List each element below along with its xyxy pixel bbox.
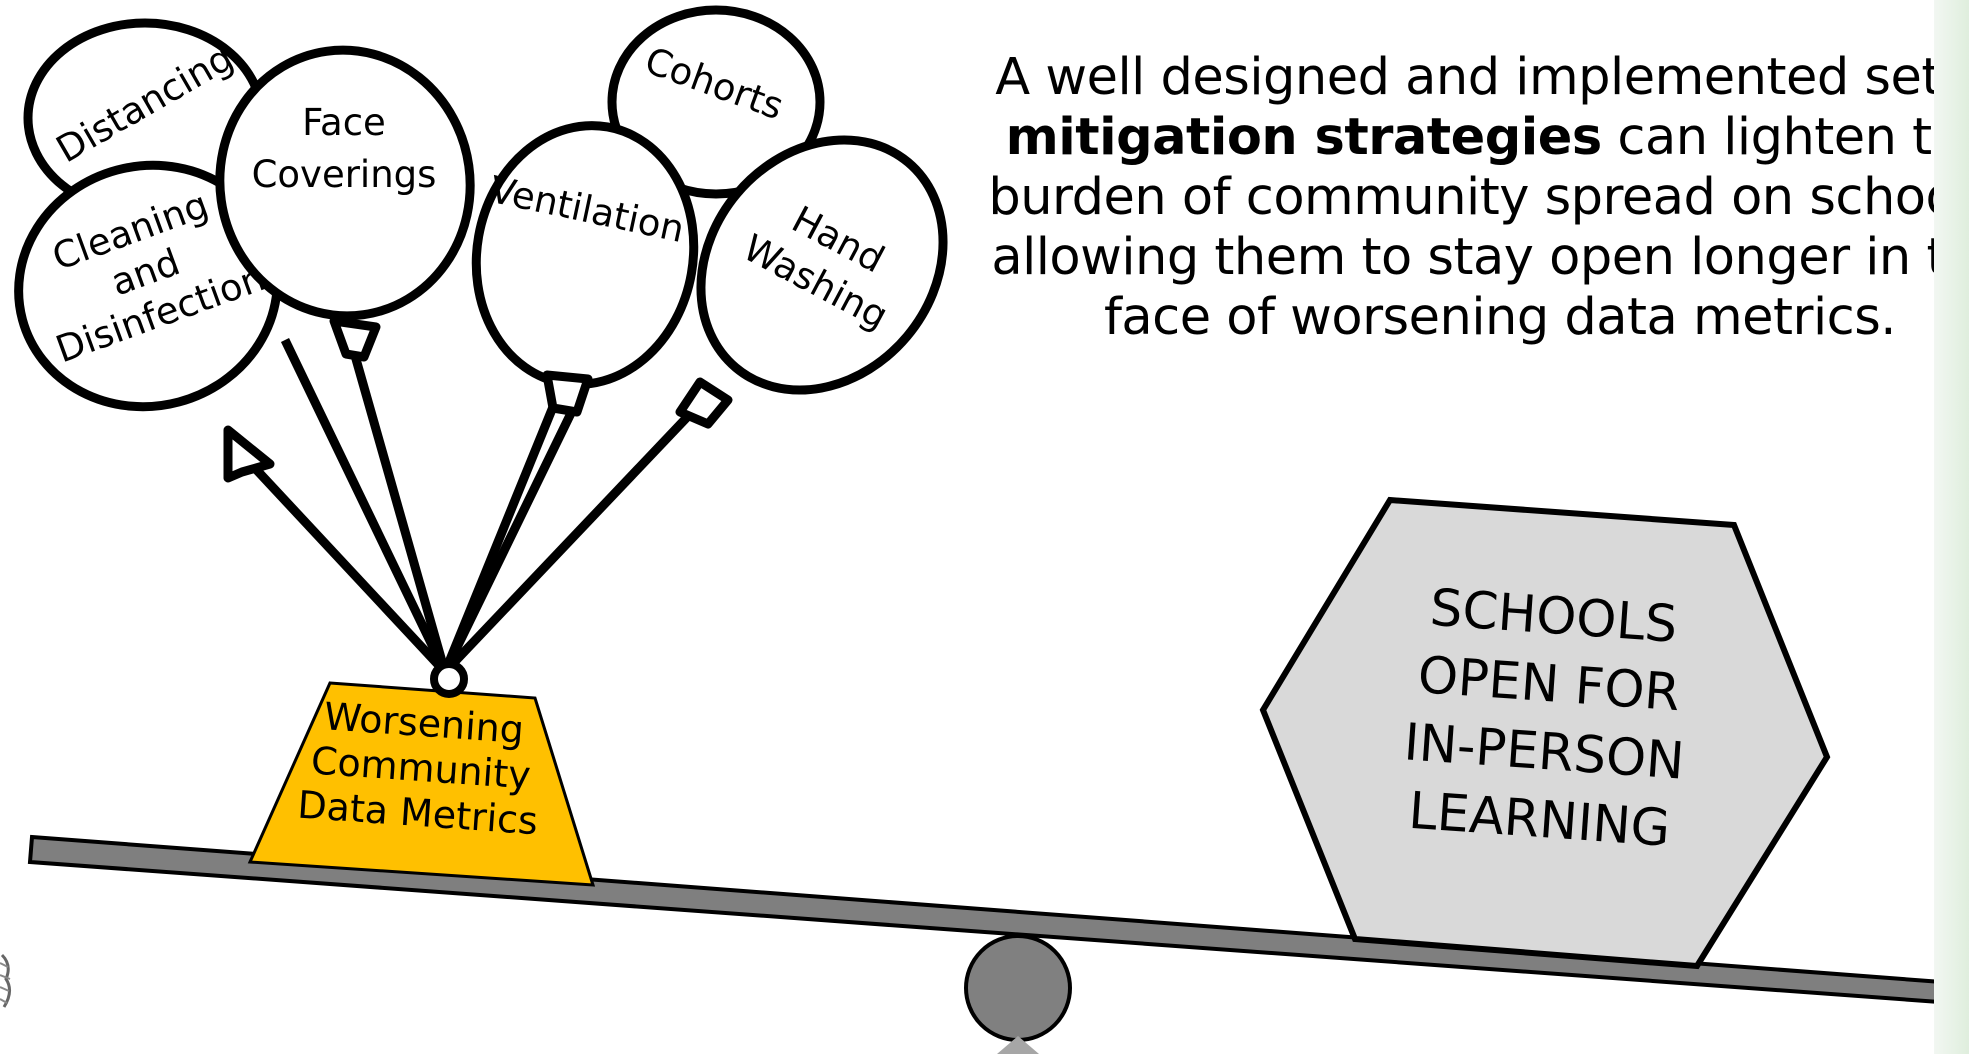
balloon-strings <box>234 338 696 676</box>
caption-part1: A well designed and implemented set of <box>995 48 1969 107</box>
fulcrum-base <box>997 1036 1039 1054</box>
seal-emblem <box>0 953 11 1008</box>
worsening-data-weight: WorseningCommunityData Metrics <box>247 681 596 887</box>
slide-right-edge <box>1934 0 1969 1054</box>
balloon-cohorts: Cohorts <box>607 5 825 199</box>
schools-open-block: SCHOOLSOPEN FORIN-PERSONLEARNING <box>1259 496 1831 970</box>
balloon-distancing: Distancing <box>23 18 267 218</box>
string-knot-ring <box>430 660 468 698</box>
fulcrum-circle <box>964 934 1072 1042</box>
caption-text: A well designed and implemented set of m… <box>940 48 1969 348</box>
balloon-ventilation: Ventilation <box>471 121 699 417</box>
balloon-cleaning-disinfection: CleaningandDisinfection <box>14 160 282 483</box>
balloon-hand-washing: HandWashing <box>675 135 948 429</box>
caption-bold: mitigation strategies <box>1005 108 1603 167</box>
caption-part2: can lighten the burden of community spre… <box>988 108 1969 347</box>
text-line: Coverings <box>252 153 437 196</box>
weight-label: WorseningCommunityData Metrics <box>296 693 546 843</box>
text-line: Face <box>302 101 386 144</box>
